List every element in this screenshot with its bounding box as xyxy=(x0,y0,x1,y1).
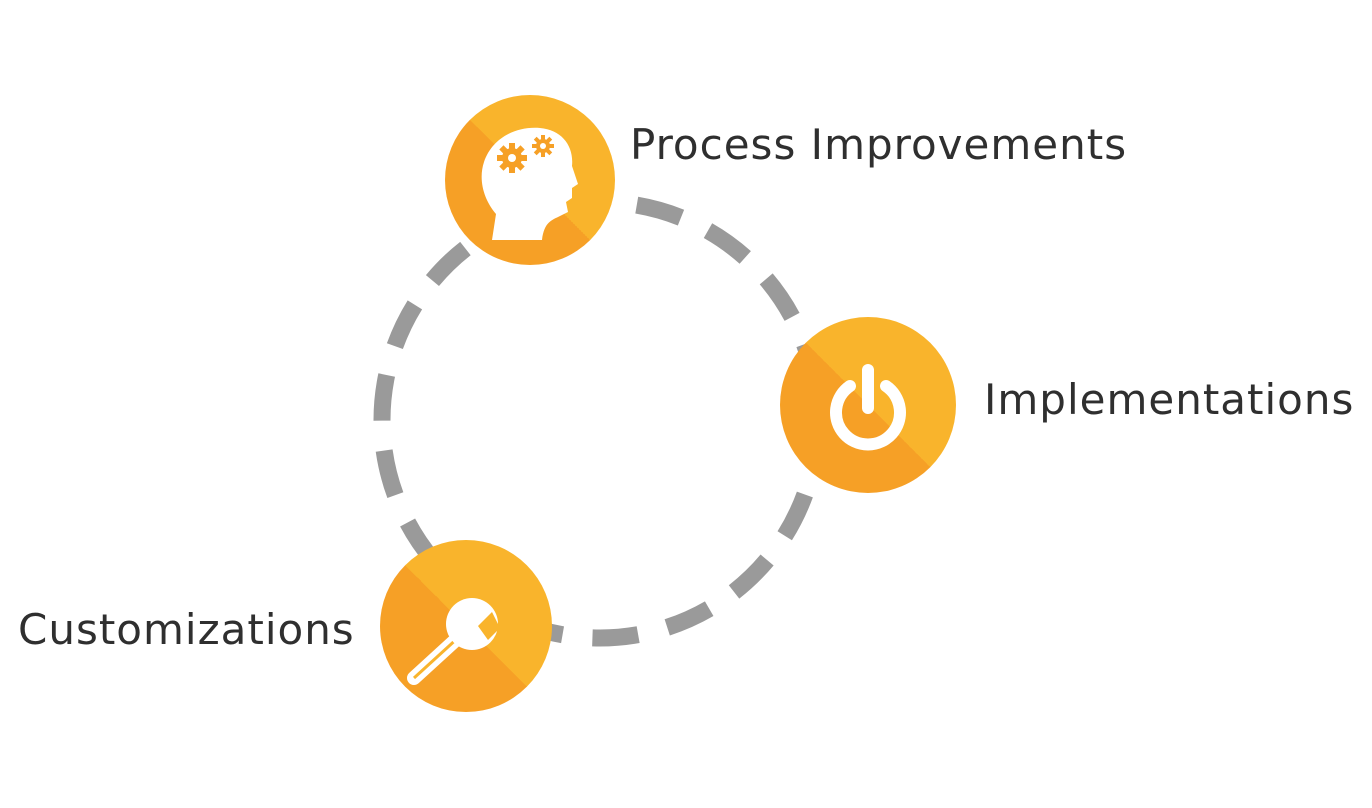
node-label-process-improvements: Process Improvements xyxy=(630,120,1128,169)
node-label-customizations: Customizations xyxy=(18,605,355,654)
node-customizations xyxy=(380,540,552,712)
node-implementations xyxy=(780,317,956,493)
node-process-improvements xyxy=(445,95,615,265)
node-label-implementations: Implementations xyxy=(984,375,1355,424)
wrench-icon xyxy=(407,598,500,685)
power-icon xyxy=(830,364,906,451)
head-gears-icon xyxy=(481,127,578,240)
